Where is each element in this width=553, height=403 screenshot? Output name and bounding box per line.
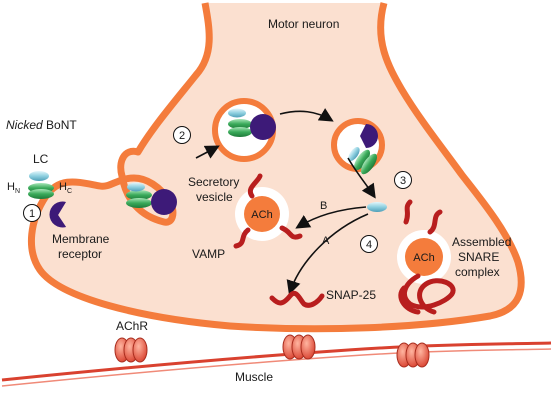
hc-label: HC (59, 181, 72, 195)
snap25-label: SNAP-25 (326, 288, 376, 302)
vamp-protein (233, 173, 303, 249)
ach-complex-label: ACh (413, 252, 434, 264)
muscle-membrane (1, 341, 552, 382)
lc-label: LC (33, 152, 49, 166)
bound-toxin (126, 182, 177, 215)
free-bont-toxin (28, 171, 54, 199)
step-4-marker: 4 (360, 235, 378, 253)
step-4-number: 4 (366, 239, 372, 251)
achr-receptor (114, 337, 148, 363)
assembled-label-line1: Assembled (452, 235, 511, 249)
arrow-endosome-transfer (279, 108, 334, 122)
fused-vesicle (405, 238, 443, 276)
translocating-toxin (348, 147, 378, 175)
membrane-receptor-label-line1: Membrane (52, 232, 110, 246)
snap25-protein (269, 290, 325, 308)
muscle-membrane-inner (1, 348, 552, 387)
hn-label: HN (7, 181, 20, 195)
motor-neuron-terminal (27, 2, 525, 333)
step-2-marker: 2 (173, 126, 191, 144)
step-1-number: 1 (29, 208, 35, 220)
achr-receptor (282, 334, 316, 360)
step-3-marker: 3 (394, 171, 412, 189)
assembled-label-line2: SNARE (458, 250, 499, 264)
membrane-receptor-free (49, 201, 67, 228)
arrow-release (347, 157, 376, 199)
arrow-a-snap25 (286, 213, 369, 296)
internalized-toxin (228, 108, 276, 140)
toxin-label: Nicked BoNT (6, 118, 77, 132)
secretory-vesicle-label-line2: vesicle (196, 190, 233, 204)
muscle-label: Muscle (235, 370, 273, 384)
light-chain (367, 202, 387, 212)
arrow-a-label: A (322, 235, 330, 247)
step-3-number: 3 (400, 175, 406, 187)
arrow-b-vamp (295, 206, 367, 229)
motor-neuron-label: Motor neuron (268, 17, 339, 31)
snare-complex (398, 199, 456, 315)
ach-vesicle-label: ACh (251, 209, 272, 221)
achr-label: AChR (116, 319, 148, 333)
membrane-receptor-label-line2: receptor (58, 247, 102, 261)
assembled-label-line3: complex (455, 265, 500, 279)
receptor-in-endosome (360, 124, 378, 148)
step-1-marker: 1 (23, 204, 41, 222)
arrow-b-label: B (320, 200, 327, 212)
secretory-vesicle-label-line1: Secretory (188, 175, 239, 189)
secretory-vesicle (244, 196, 280, 232)
achr-receptor (396, 342, 430, 368)
step-2-number: 2 (179, 130, 185, 142)
arrow-step-2 (195, 145, 220, 159)
vamp-label: VAMP (192, 247, 225, 261)
